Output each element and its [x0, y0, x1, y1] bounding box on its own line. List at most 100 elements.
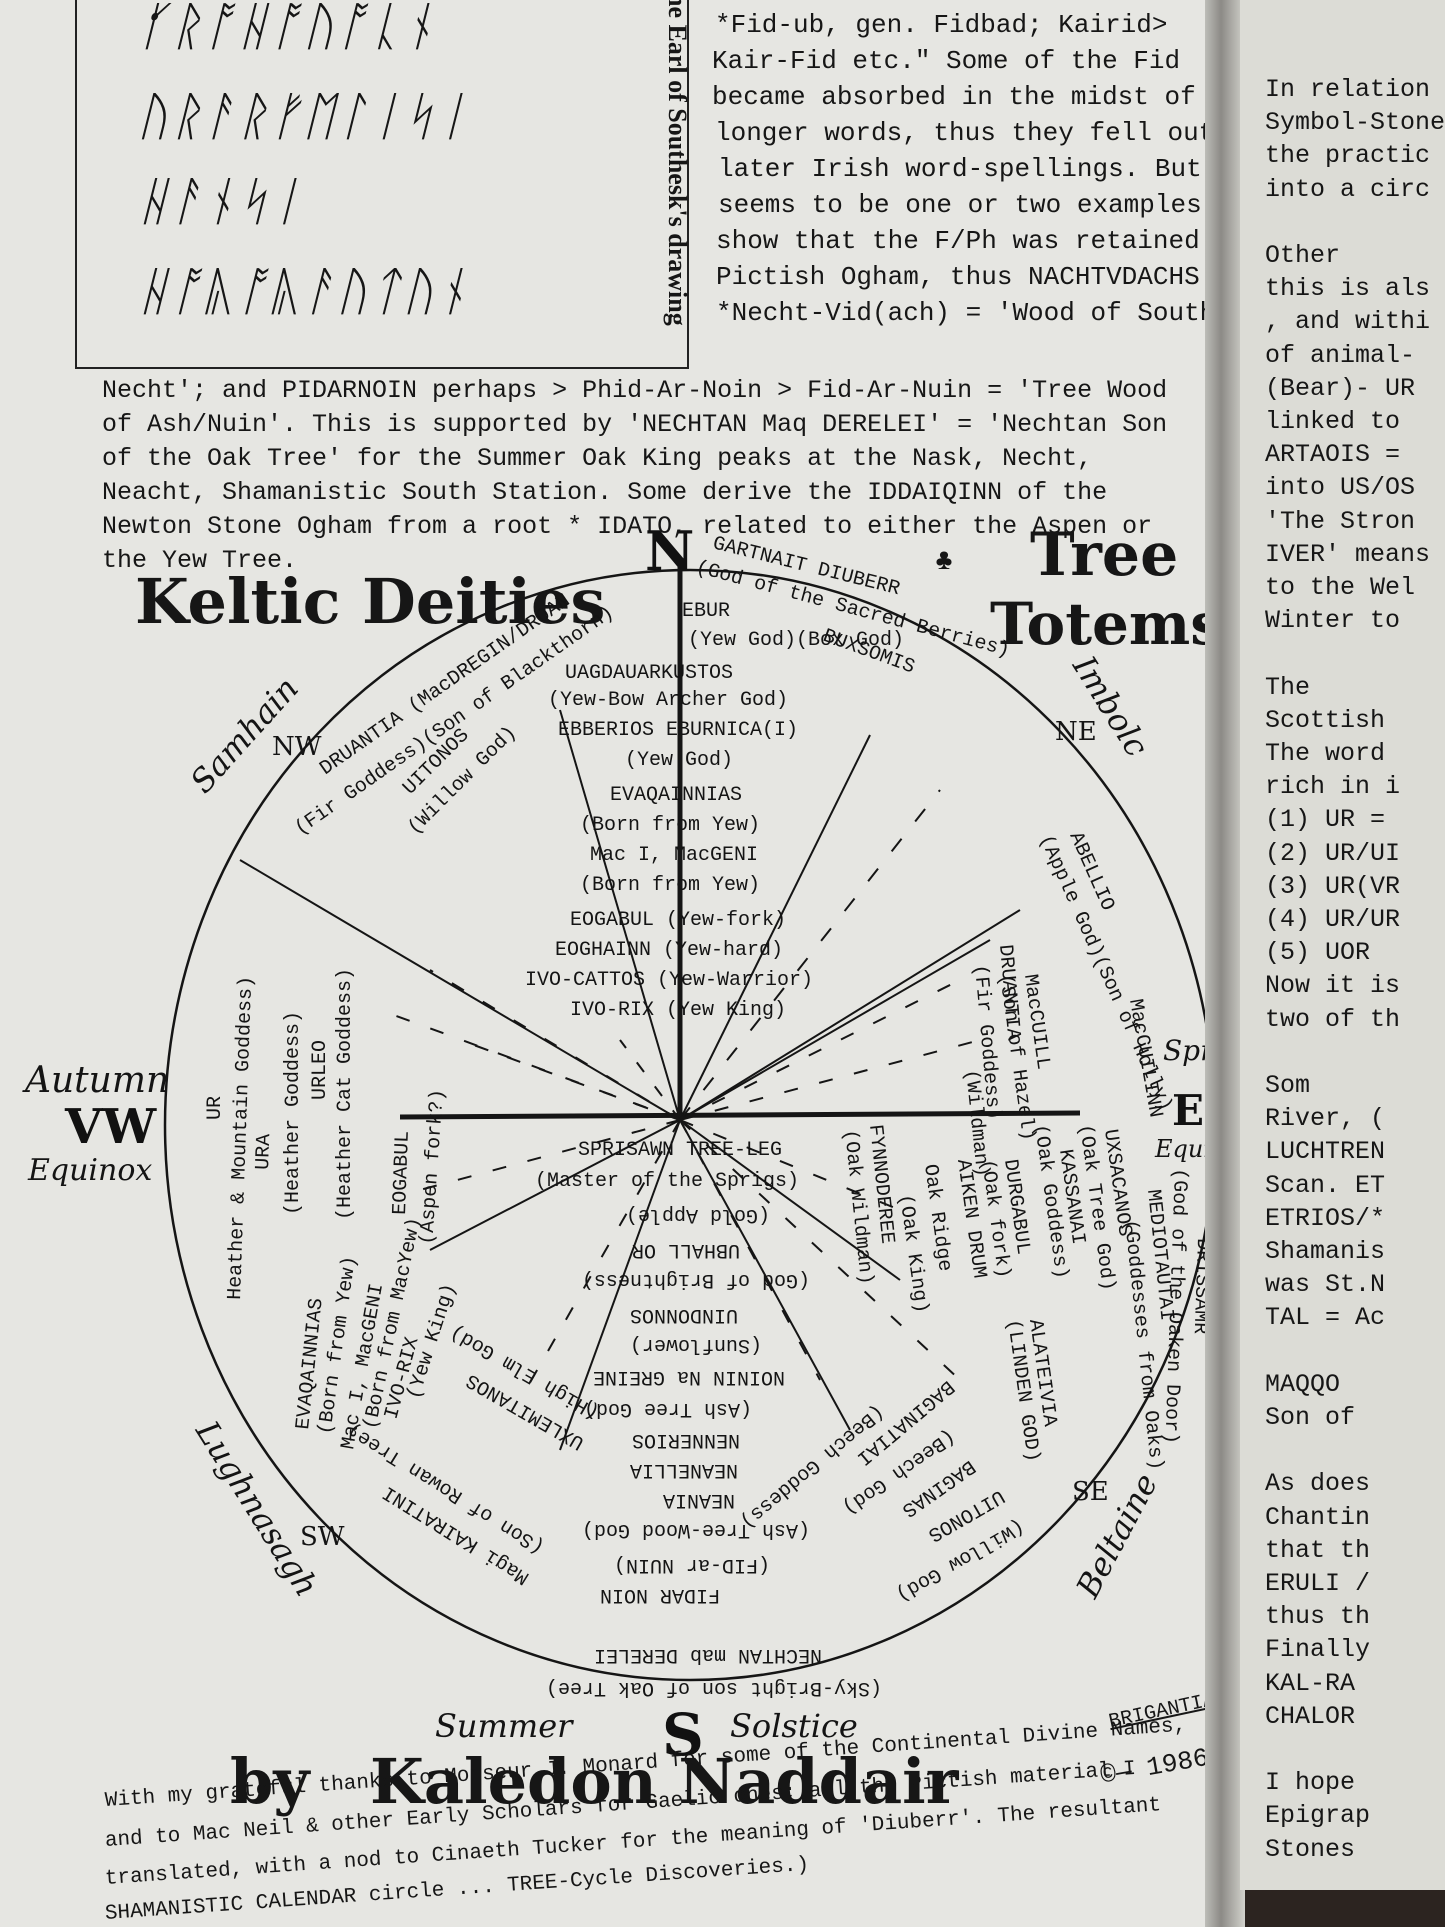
facing-page-line: to the Wel: [1265, 573, 1416, 602]
text-line: of the Oak Tree' for the Summer Oak King…: [102, 444, 1093, 473]
compass-nw: NW: [272, 732, 322, 762]
wheel-label: DRUANTIA: [993, 944, 1024, 1042]
compass-sw: SW: [300, 1522, 345, 1552]
facing-page-line: Som: [1265, 1071, 1311, 1100]
facing-page-line: into a circ: [1265, 174, 1431, 204]
wheel-label: (Yew-Bow Archer God): [548, 689, 788, 712]
text-line: Pictish Ogham, thus NACHTVDACHS: [716, 262, 1200, 292]
north-items: EBUR (Yew God)(Box God) BUXSOMIS UAGDAUA…: [525, 600, 918, 1022]
wheel-label: SPRISAWN TREE-LEG: [578, 1139, 782, 1162]
wheel-label: (Born from Yew): [580, 814, 760, 837]
facing-page-line: Stones: [1265, 1834, 1356, 1864]
se-items: BAGINATIAI (Beech Goddess) BAGINAS (Beec…: [736, 1375, 1028, 1606]
facing-page-line: Son of: [1265, 1403, 1356, 1432]
wheel-label: (FID-ar NUIN): [614, 1553, 770, 1576]
facing-page-line: Chantin: [1265, 1502, 1371, 1532]
ogham-line-2: ᚢᚱᚨᚱᚠᛖᛚᛁᛋᛁ: [137, 87, 470, 147]
facing-page-line: ERULI /: [1265, 1569, 1371, 1598]
facing-page-line: I hope: [1265, 1768, 1356, 1798]
text-line: *Necht-Vid(ach) = 'Wood of South: [716, 298, 1215, 328]
text-line: later Irish word-spellings. But: [718, 154, 1202, 184]
season-equinox-west: Equinox: [27, 1153, 152, 1188]
compass-south: S: [662, 1701, 704, 1769]
facing-page-line: this is als: [1265, 274, 1431, 304]
wheel-label: (God of Brightness): [582, 1268, 810, 1291]
book-page: ᚶᚱᚩᚺᚩᚢᚩᚳᚾ ᚢᚱᚨᚱᚠᛖᛚᛁᛋᛁ ᚺᚨᚾᛋᛁ ᚺᚩᚣᚩᚣᚨᚢᛏᚢᚾ ne…: [0, 0, 1215, 1927]
facing-page-line: As does: [1265, 1469, 1371, 1499]
facing-page-line: Scan. ET: [1265, 1170, 1386, 1200]
facing-page-line: Shamanis: [1265, 1237, 1386, 1266]
season-autumn: Autumn: [22, 1060, 169, 1101]
wheel-label: (Heather Goddess): [282, 1011, 305, 1215]
facing-page-line: (2) UR/UI: [1265, 838, 1401, 868]
outer-circle: [163, 568, 1215, 1682]
ogham-line-3: ᚺᚨᚾᛋᛁ: [137, 172, 304, 232]
wheel-label: UBHALL OR: [632, 1238, 740, 1261]
text-line: of Ash/Nuin'. This is supported by 'NECH…: [102, 410, 1168, 439]
wheel-label: IVO-CATTOS (Yew-Warrior): [525, 969, 813, 992]
title-keltic-deities: Keltic Deities: [135, 565, 606, 638]
calendar-wheel: N E S VW NE NW SE SW Samhain Imbolc Spri…: [22, 519, 1215, 1769]
wheel-label: (Aspen fork?): [416, 1088, 450, 1245]
ogham-line-4: ᚺᚩᚣᚩᚣᚨᚢᛏᚢᚾ: [137, 262, 470, 322]
facing-page-line: KAL-RA: [1265, 1668, 1356, 1698]
text-line: became absorbed in the midst of: [712, 82, 1196, 112]
text-line: seems to be one or two examples: [718, 190, 1202, 220]
facing-page-line: Other: [1265, 241, 1341, 270]
facing-page-line: Scottish: [1265, 705, 1386, 735]
wheel-label: (Yew God)(Box God): [688, 629, 904, 652]
wheel-label: (Born from Yew): [580, 874, 760, 897]
wheel-label: (Sunflower): [630, 1333, 762, 1356]
wheel-label: MacCUILINN: [1123, 997, 1166, 1119]
season-summer: Summer: [435, 1707, 574, 1745]
facing-page-line: ARTAOIS =: [1265, 440, 1401, 470]
wheel-label: UINDONNOS: [630, 1303, 738, 1326]
text-line: Kair-Fid etc." Some of the Fid: [712, 46, 1181, 76]
wheel-label: NOININ Na GREINE: [593, 1365, 785, 1388]
facing-page-line: River, (: [1265, 1104, 1386, 1134]
wheel-label: EOGABUL (Yew-fork): [570, 909, 786, 932]
facing-page-line: Symbol-Stone: [1265, 108, 1445, 138]
wheel-label: EOGHAINN (Yew-hard): [555, 939, 783, 962]
wheel-label: FIDAR NOIN: [600, 1583, 720, 1606]
text-line: show that the F/Ph was retained: [716, 226, 1200, 256]
wheel-label: (Master of the Sprigs): [535, 1170, 799, 1193]
text-line: Neacht, Shamanistic South Station. Some …: [102, 478, 1108, 507]
facing-page-line: thus th: [1265, 1602, 1371, 1632]
season-solstice: Solstice: [730, 1707, 858, 1745]
facing-page-line: Finally: [1265, 1635, 1371, 1665]
wheel-label: EVAQAINNIAS: [610, 784, 742, 807]
facing-page-line: (5) UOR: [1265, 938, 1371, 968]
drawing-caption: ne Earl of Southesk's drawing: [663, 0, 692, 326]
facing-page-line: 'The Stron: [1265, 506, 1416, 536]
facing-page-line: , and withi: [1265, 307, 1431, 337]
facing-page-line: into US/OS: [1265, 473, 1416, 503]
wheel-label: UAGDAUARKUSTOS: [565, 662, 733, 685]
wheel-label: EBUR: [682, 600, 730, 623]
facing-page-line: the practic: [1265, 141, 1431, 171]
text-line: *Fid-ub, gen. Fidbad; Kairid>: [715, 10, 1168, 40]
facing-page-line: Now it is: [1265, 971, 1401, 1001]
facing-page-line: (3) UR(VR: [1265, 871, 1401, 901]
wheel-label: (Ash Tree God): [584, 1397, 752, 1420]
wheel-label: IVO-RIX (Yew King): [570, 999, 786, 1022]
wheel-label: NEANELLIA: [630, 1458, 738, 1481]
facing-page-line: IVER' means: [1265, 539, 1431, 569]
wheel-label: (Gold Apple): [626, 1203, 770, 1226]
facing-page-line: of animal-: [1265, 340, 1416, 370]
wheel-label: EOGABUL: [389, 1130, 415, 1215]
facing-page-line: (4) UR/UR: [1265, 905, 1401, 934]
ogham-line-1: ᚶᚱᚩᚺᚩᚢᚩᚳᚾ: [137, 0, 436, 57]
wheel-label: (Yew God): [625, 749, 733, 772]
rim-west-name: URA: [252, 1133, 276, 1170]
axis-east-west: [399, 1110, 1081, 1120]
text-line: the Yew Tree.: [102, 546, 298, 575]
facing-page-line: The word: [1265, 739, 1386, 768]
facing-page-line: (Bear)- UR: [1265, 373, 1416, 403]
facing-page-line: linked to: [1265, 407, 1401, 436]
season-lughnasagh: Lughnasagh: [188, 1413, 326, 1603]
south-items: SPRISAWN TREE-LEG (Master of the Sprigs)…: [535, 1139, 810, 1606]
facing-page-line: Epigrap: [1265, 1801, 1371, 1831]
compass-ne: NE: [1055, 717, 1097, 747]
